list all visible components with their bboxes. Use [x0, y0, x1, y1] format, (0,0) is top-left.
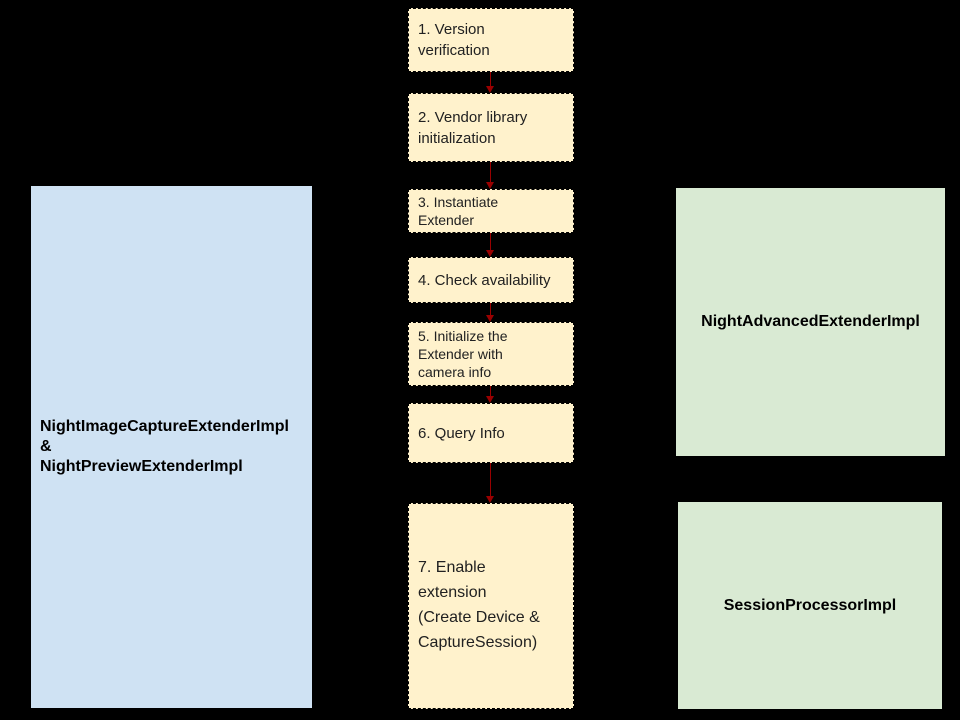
step-check-availability: 4. Check availability [408, 257, 574, 303]
step-version-verification-label: 1. Version verification [418, 21, 490, 59]
arrow-step6-to-step7-icon [486, 463, 495, 503]
night-advanced-extender-label: NightAdvancedExtenderImpl [701, 313, 920, 330]
step-enable-extension-label: 7. Enable extension (Create Device & Cap… [418, 559, 540, 651]
arrow-step1-to-step2-icon [486, 72, 495, 93]
step-vendor-library-initialization: 2. Vendor library initialization [408, 93, 574, 162]
arrow-step3-to-step4-icon [486, 233, 495, 257]
night-advanced-extender-box: NightAdvancedExtenderImpl [676, 188, 945, 456]
step-version-verification: 1. Version verification [408, 8, 574, 72]
night-image-capture-extender-label: NightImageCaptureExtenderImpl & NightPre… [40, 418, 289, 475]
step-instantiate-extender-label: 3. Instantiate Extender [418, 193, 499, 228]
arrow-step5-to-step6-icon [486, 386, 495, 403]
step-check-availability-label: 4. Check availability [418, 271, 551, 289]
step-initialize-extender-label: 5. Initialize the Extender with camera i… [418, 327, 508, 381]
night-image-capture-extender-box: NightImageCaptureExtenderImpl & NightPre… [31, 186, 312, 708]
step-vendor-library-initialization-label: 2. Vendor library initialization [418, 108, 528, 147]
step-instantiate-extender: 3. Instantiate Extender [408, 189, 574, 233]
step-query-info: 6. Query Info [408, 403, 574, 463]
session-processor-box: SessionProcessorImpl [678, 502, 942, 709]
arrow-step4-to-step5-icon [486, 303, 495, 322]
step-initialize-extender: 5. Initialize the Extender with camera i… [408, 322, 574, 386]
session-processor-label: SessionProcessorImpl [723, 596, 897, 614]
step-enable-extension: 7. Enable extension (Create Device & Cap… [408, 503, 574, 709]
step-query-info-label: 6. Query Info [418, 424, 505, 442]
arrow-step2-to-step3-icon [486, 162, 495, 189]
